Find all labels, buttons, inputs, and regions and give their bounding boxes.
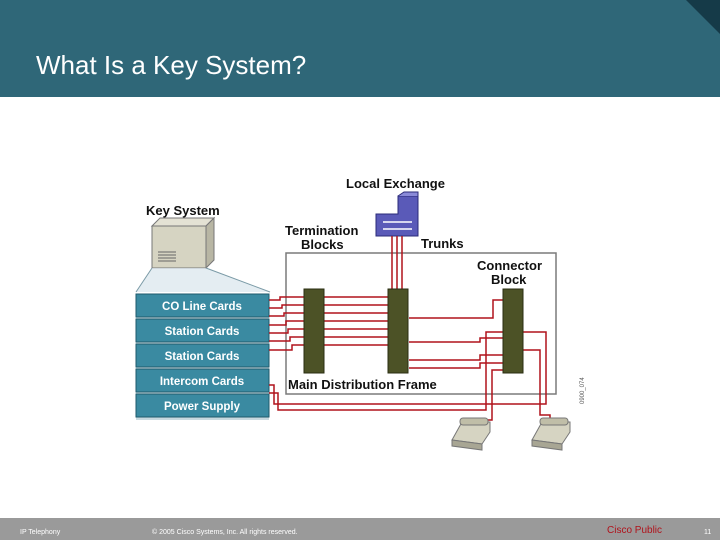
expansion-cone [136,268,270,292]
cross-connect-wires [269,296,551,430]
card-stack [135,293,270,420]
card-label-co-line: CO Line Cards [162,301,242,313]
card-power-supply [135,393,270,418]
title-bar: What Is a Key System? [0,0,720,97]
local-exchange-icon [375,191,419,237]
local-exchange-label: Local Exchange [346,176,445,191]
corner-tab [686,0,720,34]
expansion-line-left [135,267,153,293]
card-label-intercom: Intercom Cards [160,376,244,388]
footer-bar: IP Telephony © 2005 Cisco Systems, Inc. … [0,518,720,540]
card-station-2 [135,343,270,368]
mdf-label: Main Distribution Frame [288,377,437,392]
trunks-label: Trunks [421,236,464,251]
card-label-power-supply: Power Supply [164,401,241,413]
key-system-label: Key System [146,203,220,218]
connector-block-label-line1: Connector [477,258,542,273]
card-intercom [135,368,270,393]
telephone-icon-right [531,417,571,451]
connector-block-label-line2: Block [491,272,527,287]
key-system-cabinet-icon [150,216,216,270]
figure-id-label: 0900_074 [580,377,586,404]
card-co-line [135,293,270,318]
slide-title: What Is a Key System? [36,50,307,80]
termination-blocks-label-line1: Termination [285,223,358,238]
termination-blocks-label-line2: Blocks [301,237,344,252]
footer-page-number: 11 [704,529,712,536]
termination-block-right [387,288,409,374]
footer-copyright: © 2005 Cisco Systems, Inc. All rights re… [152,529,298,536]
footer-course-title: IP Telephony [20,529,61,536]
termination-block-left [303,288,325,374]
card-station-1 [135,318,270,343]
telephone-icon-left [451,417,491,451]
expansion-line-right [205,267,271,293]
footer-classification: Cisco Public [607,525,663,536]
card-label-station-2: Station Cards [165,351,240,363]
connector-block [502,288,524,374]
card-label-station-1: Station Cards [165,326,240,338]
trunk-wires [391,236,403,290]
